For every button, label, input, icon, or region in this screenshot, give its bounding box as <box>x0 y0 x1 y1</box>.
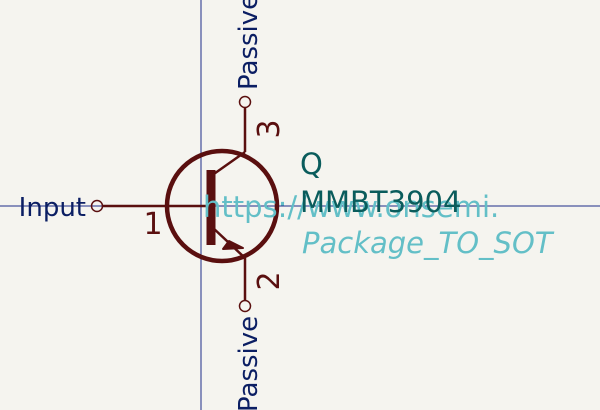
footprint-field: Package_TO_SOT <box>302 226 555 260</box>
pin-3-number: 3 <box>252 119 287 138</box>
reference-designator: Q <box>300 147 323 181</box>
value-field: MMBT3904 <box>300 185 461 219</box>
collector-diagonal <box>210 150 246 178</box>
pin-3-endpoint[interactable] <box>238 95 252 109</box>
emitter-arrow <box>222 240 244 250</box>
pin-2-endpoint[interactable] <box>238 299 252 313</box>
datasheet-field: https://www.onsemi. <box>203 190 499 224</box>
transistor-symbol[interactable] <box>103 108 280 300</box>
pin-2-number: 2 <box>252 271 287 290</box>
pin-1-endpoint[interactable] <box>90 199 104 213</box>
pin-1-number: 1 <box>143 207 162 242</box>
pin-2-name: Passive <box>234 316 264 410</box>
pin-3-name: Passive <box>234 0 264 90</box>
pin-1-name: Input <box>19 193 86 223</box>
